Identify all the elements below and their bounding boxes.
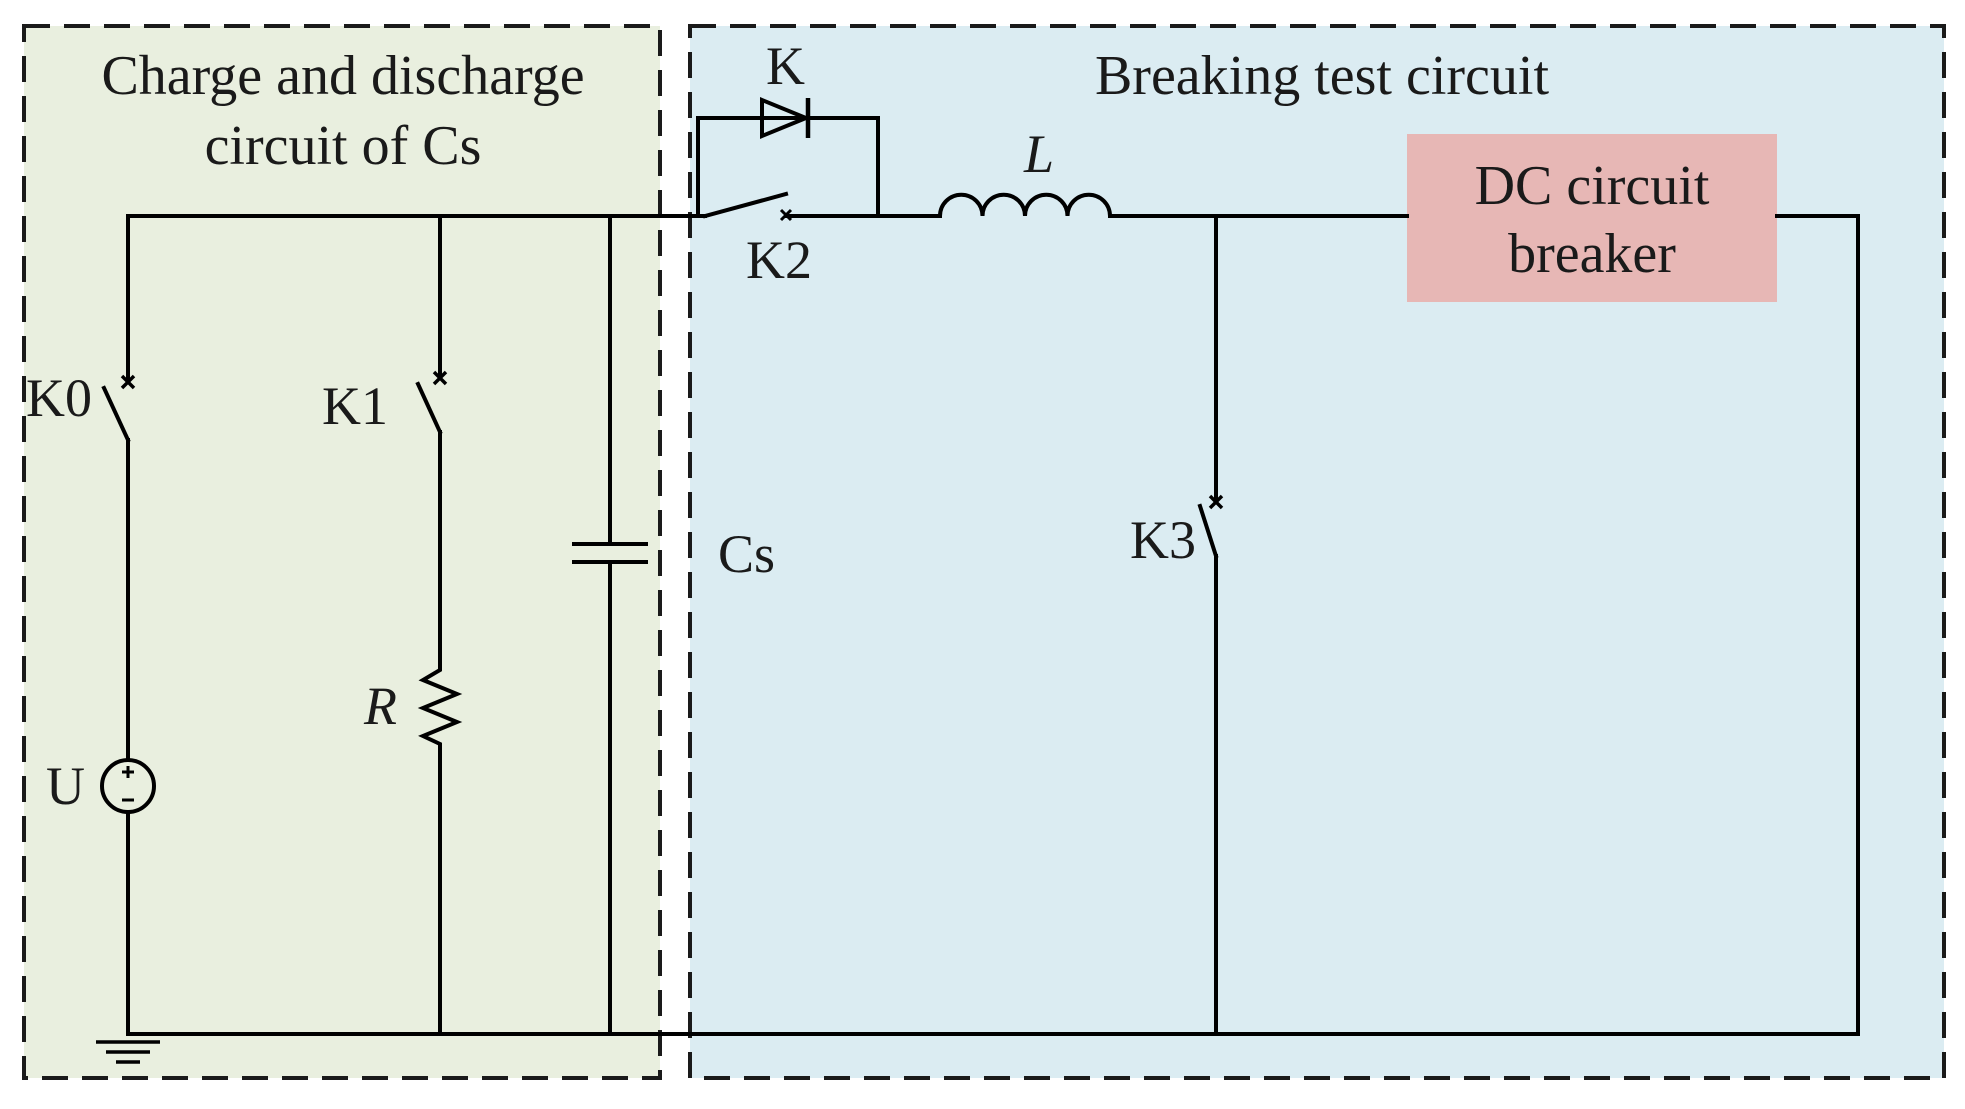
voltage-source	[100, 758, 156, 814]
ground-icon	[96, 1040, 160, 1064]
inductor	[937, 192, 1113, 219]
k3-label: K3	[1130, 510, 1196, 570]
k1-switch	[415, 370, 448, 435]
k0-switch	[101, 374, 136, 443]
diode	[760, 97, 812, 139]
resistor-label: R	[363, 676, 397, 736]
k3-switch	[1197, 494, 1224, 559]
resistor	[417, 662, 463, 752]
charge-region-title-line2: circuit of Cs	[205, 115, 482, 177]
breaking-region-border	[688, 24, 1946, 1080]
dc-breaker-label-line2: breaker	[1508, 223, 1676, 285]
k2-label: K2	[746, 230, 812, 290]
inductor-label: L	[1023, 124, 1054, 184]
dc-breaker-label-line1: DC circuit	[1475, 155, 1710, 217]
k2-switch	[702, 191, 793, 222]
capacitor-label: Cs	[718, 524, 775, 584]
circuit-wires	[126, 116, 1860, 1036]
k0-label: K0	[26, 368, 92, 428]
charge-discharge-region	[24, 26, 660, 1078]
charge-region-title-line1: Charge and discharge	[101, 45, 584, 107]
k1-label: K1	[322, 376, 388, 436]
capacitor	[572, 542, 648, 564]
source-label: U	[46, 756, 85, 816]
k-diode-label: K	[766, 36, 805, 96]
breaking-region-title: Breaking test circuit	[1095, 45, 1550, 107]
charge-region-border	[22, 24, 662, 1080]
dc-circuit-breaker-box	[1407, 134, 1777, 302]
